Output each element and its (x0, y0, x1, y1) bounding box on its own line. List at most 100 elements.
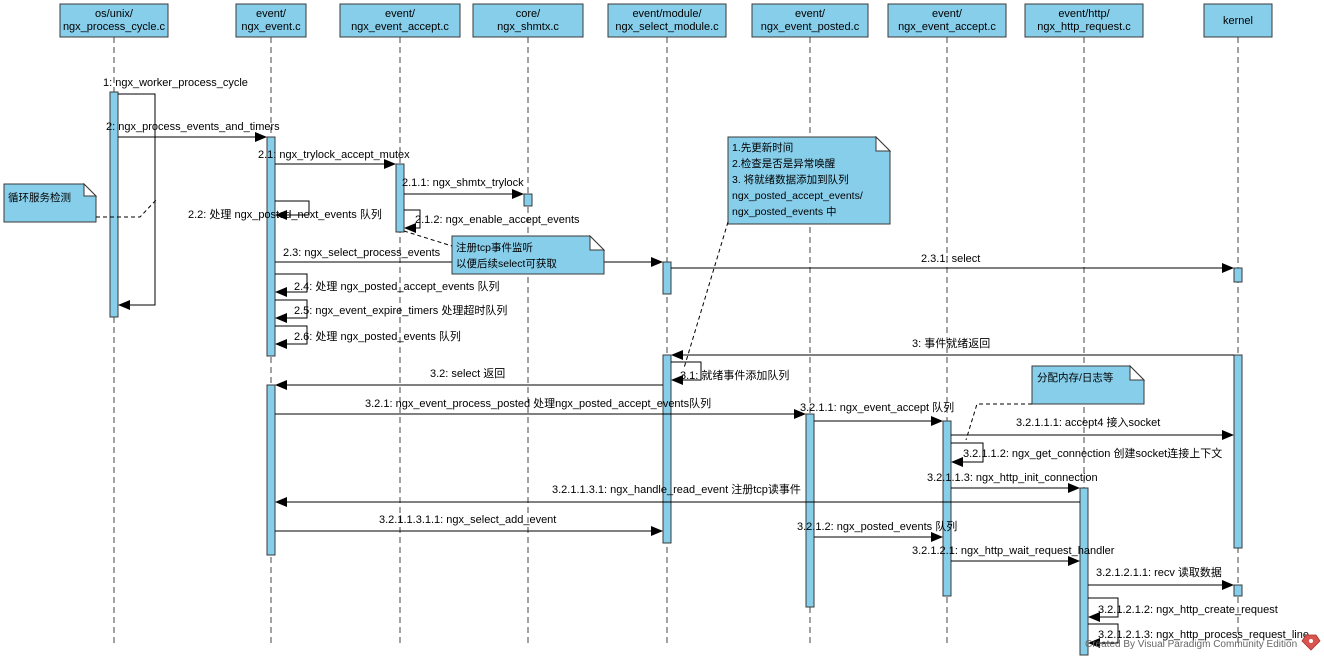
lifeline-shmtx-file: ngx_shmtx.c (497, 21, 559, 33)
activation-kernel-1 (1233, 267, 1243, 283)
lifeline-shmtx-package: core/ (516, 8, 541, 20)
svg-text:3.2.1.2.1: ngx_http_wait_reque: 3.2.1.2.1: ngx_http_wait_request_handler (912, 545, 1115, 557)
svg-text:3.2.1.2: ngx_posted_events 队列: 3.2.1.2: ngx_posted_events 队列 (797, 519, 957, 533)
svg-text:3.2.1.1.3.1: ngx_handle_read_e: 3.2.1.1.3.1: ngx_handle_read_event 注册tcp… (552, 482, 801, 496)
svg-text:2.2: 处理 ngx_posted_next_events: 2.2: 处理 ngx_posted_next_events 队列 (188, 207, 382, 221)
svg-text:2.4: 处理 ngx_posted_accept_even: 2.4: 处理 ngx_posted_accept_events 队列 (294, 279, 499, 293)
message-3-2-1-1-3-1-1: 3.2.1.1.3.1.1: ngx_select_add_event (275, 514, 663, 536)
activation-http (1079, 487, 1089, 656)
message-3-2-1: 3.2.1: ngx_event_process_posted 处理ngx_po… (275, 396, 806, 419)
lifeline-event-package: event/ (256, 8, 287, 20)
message-2: 2: ngx_process_events_and_timers (106, 121, 280, 142)
activation-select-2 (662, 354, 672, 544)
message-2-4: 2.4: 处理 ngx_posted_accept_events 队列 (275, 273, 499, 297)
lifeline-select-package: event/module/ (632, 8, 702, 20)
svg-text:3.2.1: ngx_event_process_poste: 3.2.1: ngx_event_process_posted 处理ngx_po… (365, 396, 711, 410)
lifeline-posted-file: ngx_event_posted.c (761, 21, 860, 33)
message-2-5: 2.5: ngx_event_expire_timers 处理超时队列 (275, 299, 507, 323)
lifeline-accept1-file: ngx_event_accept.c (351, 21, 449, 33)
activation-kernel-3 (1233, 584, 1243, 597)
svg-text:3: 事件就绪返回: 3: 事件就绪返回 (912, 336, 990, 350)
lifeline-accept2: event/ ngx_event_accept.c (887, 3, 1007, 645)
svg-text:3.1: 就绪事件添加队列: 3.1: 就绪事件添加队列 (680, 368, 789, 382)
lifeline-cycle-file: ngx_process_cycle.c (63, 21, 166, 33)
lifeline-kernel-name: kernel (1223, 15, 1253, 27)
activation-event-2 (266, 384, 276, 556)
message-3-2-1-1: 3.2.1.1: ngx_event_accept 队列 (800, 400, 954, 426)
svg-text:3.2.1.2.1.3: ngx_http_process_: 3.2.1.2.1.3: ngx_http_process_request_li… (1098, 629, 1309, 641)
message-3-1: 3.1: 就绪事件添加队列 (671, 361, 789, 385)
svg-text:3.2: select 返回: 3.2: select 返回 (430, 367, 505, 380)
lifeline-accept2-file: ngx_event_accept.c (898, 21, 996, 33)
svg-text:2.1.2: ngx_enable_accept_event: 2.1.2: ngx_enable_accept_events (415, 214, 580, 226)
svg-text:3.2.1.2.1.1: recv 读取数据: 3.2.1.2.1.1: recv 读取数据 (1096, 565, 1222, 579)
svg-text:3.2.1.1: ngx_event_accept 队列: 3.2.1.1: ngx_event_accept 队列 (800, 400, 954, 414)
activation-shmtx (523, 193, 533, 207)
svg-text:1: ngx_worker_process_cycle: 1: ngx_worker_process_cycle (103, 77, 248, 89)
lifeline-accept2-package: event/ (932, 8, 963, 20)
message-3-2-1-1-3: 3.2.1.1.3: ngx_http_init_connection (927, 472, 1098, 493)
activation-accept1 (395, 163, 405, 233)
svg-text:2.1.1: ngx_shmtx_trylock: 2.1.1: ngx_shmtx_trylock (402, 177, 524, 189)
svg-text:1.先更新时间: 1.先更新时间 (732, 141, 793, 154)
message-3-2-1-2-1-2: 3.2.1.2.1.2: ngx_http_create_request (1088, 597, 1278, 622)
svg-text:3.2.1.1.3: ngx_http_init_conne: 3.2.1.1.3: ngx_http_init_connection (927, 472, 1098, 484)
note-alloc: 分配内存/日志等 (965, 364, 1146, 441)
lifeline-cycle: os/unix/ ngx_process_cycle.c (59, 3, 169, 645)
activation-kernel-2 (1233, 354, 1243, 549)
lifeline-http: event/http/ ngx_http_request.c (1024, 3, 1144, 645)
lifeline-accept1-package: event/ (385, 8, 416, 20)
message-2-1-1: 2.1.1: ngx_shmtx_trylock (402, 177, 524, 199)
message-3-2-1-1-1: 3.2.1.1.1: accept4 接入socket (951, 416, 1234, 440)
message-3: 3: 事件就绪返回 (671, 336, 1234, 360)
activation-accept2 (942, 420, 952, 597)
message-2-6: 2.6: 处理 ngx_posted_events 队列 (275, 325, 461, 349)
svg-text:ngx_posted_events 中: ngx_posted_events 中 (732, 205, 837, 218)
svg-text:注册tcp事件监听: 注册tcp事件监听 (456, 241, 533, 254)
lifeline-http-file: ngx_http_request.c (1037, 21, 1131, 33)
message-3-2-1-2-1-3: 3.2.1.2.1.3: ngx_http_process_request_li… (1088, 623, 1309, 648)
message-3-2-1-1-3-1: 3.2.1.1.3.1: ngx_handle_read_event 注册tcp… (275, 482, 1080, 507)
message-3-2-1-1-2: 3.2.1.1.2: ngx_get_connection 创建socket连接… (951, 442, 1222, 467)
note-update: 1.先更新时间 2.检查是否是异常唤醒 3. 将就绪数据添加到队列 ngx_po… (683, 135, 892, 369)
svg-text:3. 将就绪数据添加到队列: 3. 将就绪数据添加到队列 (732, 173, 849, 186)
svg-text:3.2.1.1.3.1.1: ngx_select_add_: 3.2.1.1.3.1.1: ngx_select_add_event (379, 514, 556, 526)
lifeline-posted-package: event/ (795, 8, 826, 20)
svg-text:3.2.1.2.1.2: ngx_http_create_r: 3.2.1.2.1.2: ngx_http_create_request (1098, 604, 1278, 616)
lifeline-select: event/module/ ngx_select_module.c (607, 3, 727, 645)
lifeline-select-file: ngx_select_module.c (615, 21, 719, 33)
note-loop: 循环服务检测 (3, 182, 158, 223)
svg-text:以便后续select可获取: 以便后续select可获取 (456, 257, 557, 270)
lifeline-accept1: event/ ngx_event_accept.c (339, 3, 461, 645)
lifeline-http-package: event/http/ (1058, 8, 1110, 20)
svg-text:2.3: ngx_select_process_events: 2.3: ngx_select_process_events (283, 247, 441, 259)
svg-text:2.3.1: select: 2.3.1: select (921, 253, 980, 265)
message-3-2-1-2-1-1: 3.2.1.2.1.1: recv 读取数据 (1088, 565, 1234, 590)
svg-text:2: ngx_process_events_and_time: 2: ngx_process_events_and_timers (106, 121, 280, 133)
message-1: 1: ngx_worker_process_cycle (103, 77, 248, 310)
lifeline-cycle-package: os/unix/ (95, 8, 134, 20)
svg-text:Created By Visual Paradigm Co: Created By Visual Paradigm Community Edi… (1085, 639, 1297, 650)
svg-text:分配内存/日志等: 分配内存/日志等 (1037, 371, 1114, 384)
message-3-2-1-2: 3.2.1.2: ngx_posted_events 队列 (797, 519, 957, 542)
lifeline-kernel: kernel (1203, 3, 1273, 645)
svg-text:2.检查是否是异常唤醒: 2.检查是否是异常唤醒 (732, 157, 836, 170)
note-tcp: 注册tcp事件监听 以便后续select可获取 (403, 230, 606, 275)
lifeline-event-file: ngx_event.c (241, 21, 301, 33)
svg-text:3.2.1.1.1: accept4 接入socket: 3.2.1.1.1: accept4 接入socket (1016, 416, 1160, 429)
svg-text:ngx_posted_accept_events/: ngx_posted_accept_events/ (732, 190, 863, 202)
svg-text:2.6: 处理 ngx_posted_events 队列: 2.6: 处理 ngx_posted_events 队列 (294, 329, 461, 343)
watermark: Created By Visual Paradigm Community Edi… (1085, 634, 1321, 651)
svg-text:循环服务检测: 循环服务检测 (8, 191, 71, 204)
message-2-3-1: 2.3.1: select (671, 253, 1234, 273)
message-2-1: 2.1: ngx_trylock_accept_mutex (258, 149, 410, 169)
svg-text:2.1: ngx_trylock_accept_mutex: 2.1: ngx_trylock_accept_mutex (258, 149, 410, 161)
lifeline-shmtx: core/ ngx_shmtx.c (472, 3, 584, 645)
activation-cycle (109, 91, 119, 318)
activation-select-1 (662, 261, 672, 295)
message-2-1-2: 2.1.2: ngx_enable_accept_events (404, 209, 580, 233)
activation-posted (805, 413, 815, 608)
activation-event-1 (266, 136, 276, 357)
message-3-2-1-2-1: 3.2.1.2.1: ngx_http_wait_request_handler (912, 545, 1115, 566)
svg-text:3.2.1.1.2: ngx_get_connection: 3.2.1.1.2: ngx_get_connection 创建socket连接… (963, 446, 1222, 460)
